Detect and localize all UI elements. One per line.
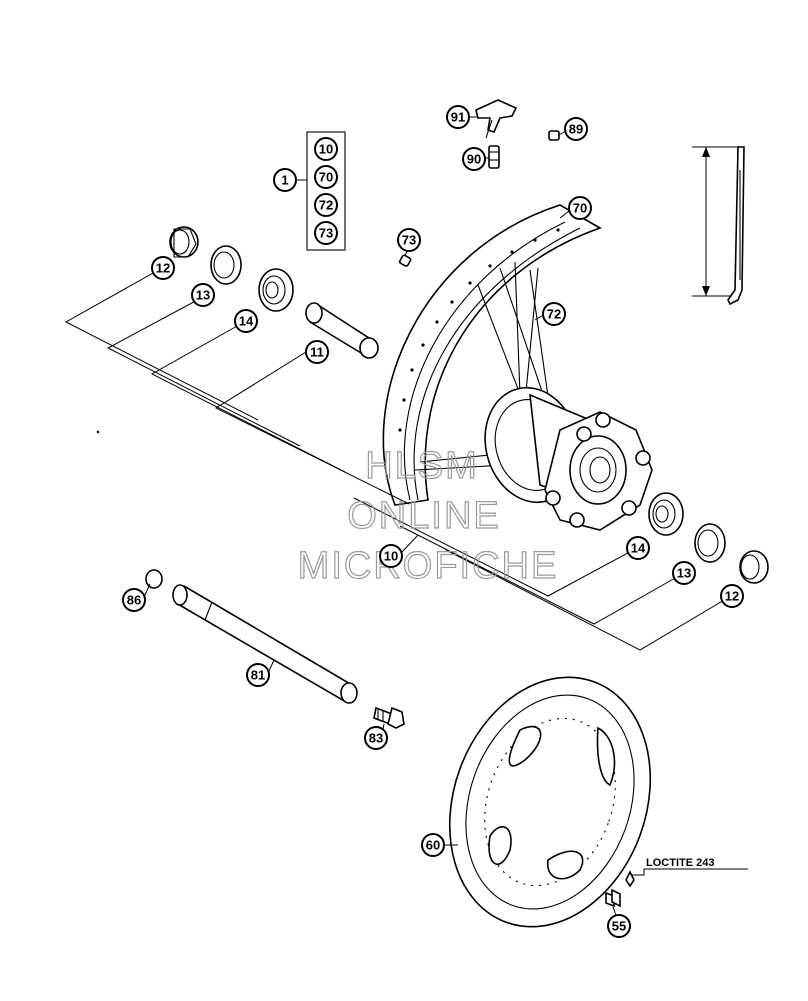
axle-bushing	[145, 569, 163, 589]
callout-83[interactable]: 83	[364, 726, 388, 750]
watermark-line1: HLSM	[365, 445, 479, 487]
disc-screw	[605, 870, 635, 908]
callout-86[interactable]: 86	[122, 588, 146, 612]
callout-label: 72	[547, 307, 561, 322]
callout-label: 60	[426, 838, 440, 853]
callout-label: 89	[569, 122, 583, 137]
front-axle	[172, 584, 358, 704]
wheel-hub	[484, 386, 653, 531]
callout-89[interactable]: 89	[564, 117, 588, 141]
callout-72-spoke[interactable]: 72	[542, 302, 566, 326]
callout-label: 81	[251, 668, 265, 683]
callout-label: 14	[239, 314, 254, 329]
loctite-note: LOCTITE 243	[646, 857, 714, 869]
callout-72-kit[interactable]: 72	[314, 193, 338, 217]
callout-label: 72	[319, 198, 333, 213]
callout-label: 13	[196, 288, 210, 303]
callout-label: 12	[156, 261, 170, 276]
watermark-line3: MICROFICHE	[298, 545, 559, 587]
callout-91[interactable]: 91	[446, 105, 470, 129]
spoke-length-gauge	[692, 146, 745, 306]
callout-14-left[interactable]: 14	[234, 309, 258, 333]
callout-label: 1	[281, 173, 288, 188]
left-bearing-stack	[169, 226, 294, 312]
callout-81[interactable]: 81	[246, 663, 270, 687]
callout-10-kit[interactable]: 10	[314, 137, 338, 161]
callout-73-nipple[interactable]: 73	[397, 228, 421, 252]
spoke-nipple	[398, 250, 412, 267]
callout-label: 13	[677, 566, 691, 581]
callout-label: 11	[310, 345, 324, 360]
callout-label: 86	[127, 593, 141, 608]
callout-70-rim[interactable]: 70	[568, 196, 592, 220]
callout-60[interactable]: 60	[421, 833, 445, 857]
watermark: HLSM ONLINE MICROFICHE	[297, 444, 559, 587]
callout-label: 91	[451, 110, 465, 125]
axle-bolt	[373, 706, 405, 729]
callout-11[interactable]: 11	[305, 340, 329, 364]
callout-12-left[interactable]: 12	[151, 256, 175, 280]
callout-label: 14	[631, 541, 646, 556]
callout-label: 70	[573, 201, 587, 216]
right-bearing-stack	[648, 492, 769, 584]
callout-10-hub[interactable]: 10	[379, 544, 403, 568]
callout-70-kit[interactable]: 70	[314, 165, 338, 189]
callout-label: 12	[725, 589, 739, 604]
wheel-spacer	[305, 302, 379, 359]
callout-label: 70	[319, 170, 333, 185]
callout-90[interactable]: 90	[462, 147, 486, 171]
kit-box	[297, 131, 346, 251]
callout-label: 10	[384, 549, 398, 564]
callout-label: 73	[319, 226, 333, 241]
valve-assembly	[470, 99, 565, 169]
callout-12-right[interactable]: 12	[720, 584, 744, 608]
callout-13-right[interactable]: 13	[672, 561, 696, 585]
brake-disc	[448, 676, 652, 928]
callout-label: 73	[402, 233, 416, 248]
callout-13-left[interactable]: 13	[191, 283, 215, 307]
callout-14-right[interactable]: 14	[626, 536, 650, 560]
callout-label: 83	[369, 731, 383, 746]
callout-label: 90	[467, 152, 481, 167]
callout-label: 10	[319, 142, 333, 157]
watermark-line2: ONLINE	[347, 495, 500, 537]
callout-label: 55	[612, 919, 626, 934]
callout-1[interactable]: 1	[273, 168, 297, 192]
callout-73-kit[interactable]: 73	[314, 221, 338, 245]
callout-55[interactable]: 55	[607, 914, 631, 938]
